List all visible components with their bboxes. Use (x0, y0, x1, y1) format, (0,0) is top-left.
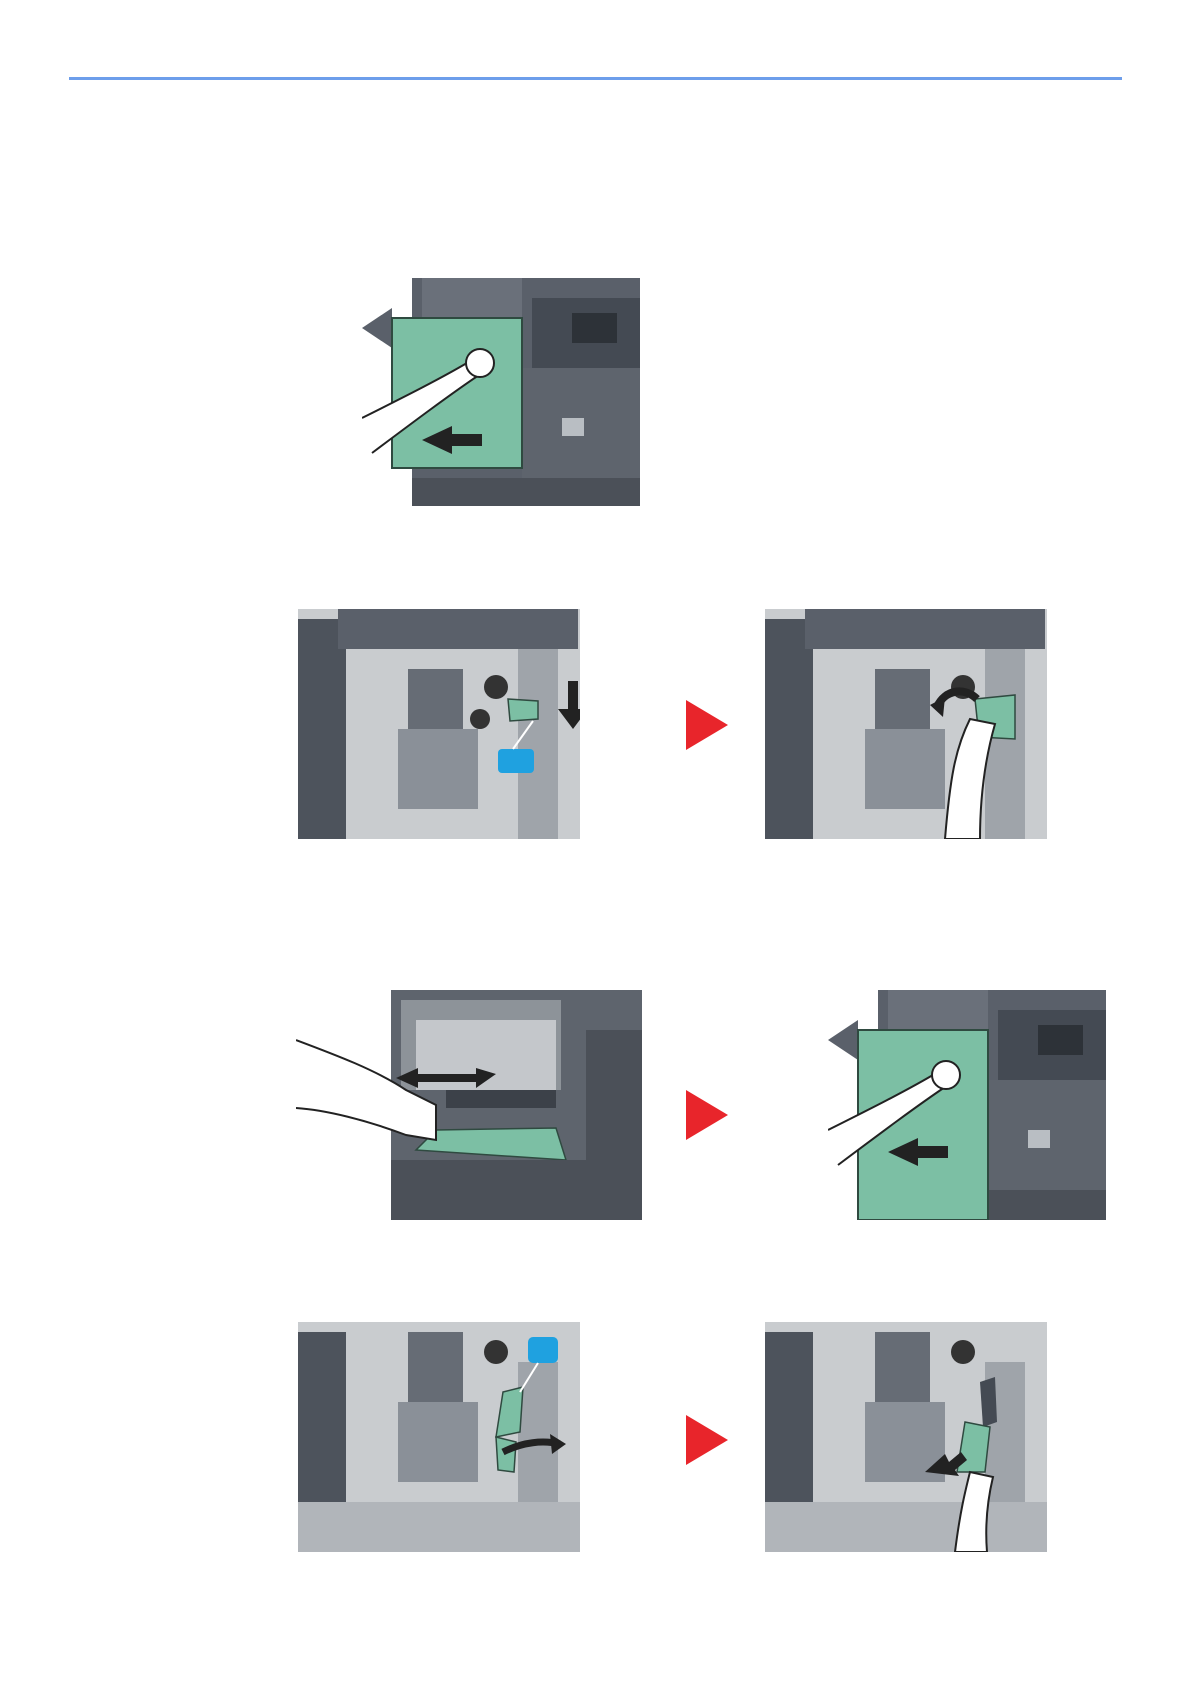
header-rule (69, 77, 1122, 80)
guide-open-icon (298, 1322, 580, 1552)
hand-open-cover-icon (362, 278, 640, 506)
figure-open-front-cover (362, 278, 640, 506)
figure-pull-paper-out (296, 990, 642, 1220)
step-arrow-2 (686, 1090, 728, 1140)
lever-down-icon (298, 609, 580, 839)
figure-remove-paper-tray (765, 609, 1047, 839)
step-arrow-1 (686, 700, 728, 750)
figure-open-guide (298, 1322, 580, 1552)
hand-close-cover-icon (828, 990, 1106, 1220)
hand-remove-paper-icon (765, 609, 1047, 839)
hand-pull-paper-icon (296, 990, 642, 1220)
step-arrow-3 (686, 1415, 728, 1465)
figure-lower-lever (298, 609, 580, 839)
hand-remove-paper-icon (765, 1322, 1047, 1552)
figure-remove-jammed-paper (765, 1322, 1047, 1552)
figure-close-front-cover (828, 990, 1106, 1220)
